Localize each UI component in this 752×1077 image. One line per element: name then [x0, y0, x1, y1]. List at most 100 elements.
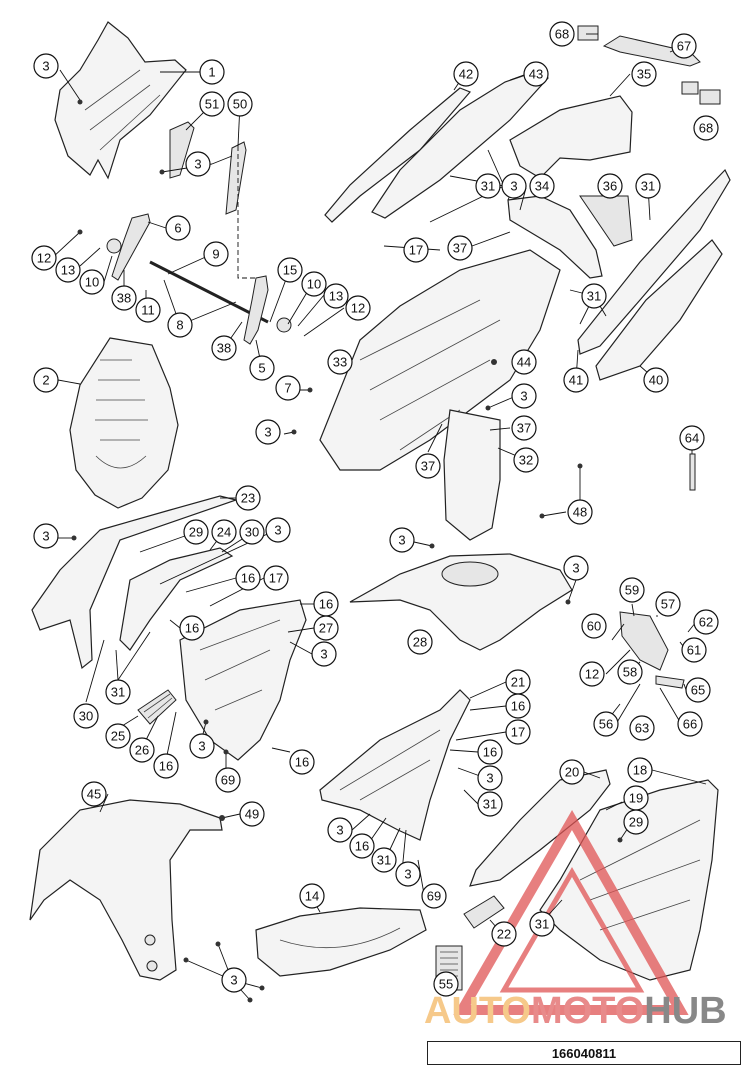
svg-text:10: 10: [85, 275, 99, 290]
callout-29: 29: [623, 809, 649, 835]
callout-3: 3: [511, 383, 537, 409]
svg-text:34: 34: [535, 179, 549, 194]
svg-text:33: 33: [333, 355, 347, 370]
svg-text:31: 31: [641, 179, 655, 194]
svg-text:10: 10: [307, 277, 321, 292]
callout-18: 18: [627, 757, 653, 783]
watermark-part-b: MOTO: [530, 990, 645, 1032]
svg-text:15: 15: [283, 263, 297, 278]
callout-66: 66: [677, 711, 703, 737]
svg-text:25: 25: [111, 729, 125, 744]
svg-text:69: 69: [427, 889, 441, 904]
callout-16: 16: [289, 749, 315, 775]
svg-text:3: 3: [486, 771, 493, 786]
svg-text:29: 29: [189, 525, 203, 540]
callout-3: 3: [189, 733, 215, 759]
callout-67: 67: [671, 33, 697, 59]
svg-text:61: 61: [687, 643, 701, 658]
callout-31: 31: [529, 911, 555, 937]
callout-23: 23: [235, 485, 261, 511]
callout-65: 65: [685, 677, 711, 703]
svg-text:16: 16: [483, 745, 497, 760]
callout-17: 17: [505, 719, 531, 745]
part-rear-fender-33: [319, 249, 561, 471]
callout-13: 13: [323, 283, 349, 309]
callout-21: 21: [505, 669, 531, 695]
svg-text:3: 3: [336, 823, 343, 838]
svg-text:23: 23: [241, 491, 255, 506]
svg-text:55: 55: [439, 977, 453, 992]
svg-text:16: 16: [355, 839, 369, 854]
svg-text:29: 29: [629, 815, 643, 830]
part-grille-22: [463, 895, 505, 929]
svg-text:21: 21: [511, 675, 525, 690]
part-headlight-inner-14: [255, 907, 427, 977]
svg-text:57: 57: [661, 597, 675, 612]
callout-28: 28: [407, 629, 433, 655]
part-grille-25: [137, 689, 177, 725]
svg-text:26: 26: [135, 743, 149, 758]
svg-text:17: 17: [511, 725, 525, 740]
svg-text:16: 16: [185, 621, 199, 636]
callout-62: 62: [693, 609, 719, 635]
callout-9: 9: [203, 241, 229, 267]
callout-44: 44: [511, 349, 537, 375]
svg-text:3: 3: [194, 157, 201, 172]
callout-15: 15: [277, 257, 303, 283]
svg-text:3: 3: [398, 533, 405, 548]
callout-32: 32: [513, 447, 539, 473]
callout-36: 36: [597, 173, 623, 199]
part-bracket-5: [243, 275, 269, 345]
svg-text:7: 7: [284, 381, 291, 396]
svg-text:31: 31: [377, 853, 391, 868]
callout-16: 16: [313, 591, 339, 617]
part-shroud-20: [469, 769, 611, 887]
svg-text:22: 22: [497, 927, 511, 942]
watermark-part-a: AUTO: [424, 990, 531, 1032]
svg-text:31: 31: [587, 289, 601, 304]
part-bracket-6: [111, 213, 151, 281]
svg-text:5: 5: [258, 361, 265, 376]
part-label-68b: [699, 89, 721, 105]
svg-text:3: 3: [42, 529, 49, 544]
callout-12: 12: [31, 245, 57, 271]
svg-text:12: 12: [351, 301, 365, 316]
svg-text:24: 24: [217, 525, 231, 540]
callout-69: 69: [215, 767, 241, 793]
part-shapes: [29, 21, 731, 991]
callout-45: 45: [81, 781, 107, 807]
drawing-code-box: 166040811: [427, 1041, 741, 1065]
svg-text:9: 9: [212, 247, 219, 262]
part-bracket-57: [619, 611, 669, 671]
svg-text:35: 35: [637, 67, 651, 82]
part-bracket-51: [169, 121, 195, 179]
svg-text:62: 62: [699, 615, 713, 630]
svg-text:42: 42: [459, 67, 473, 82]
part-lower-panel-21: [319, 689, 471, 841]
svg-text:12: 12: [37, 251, 51, 266]
callout-16: 16: [505, 693, 531, 719]
callout-27: 27: [313, 615, 339, 641]
part-bushing-10a: [106, 238, 122, 254]
callout-3: 3: [395, 861, 421, 887]
callout-38: 38: [211, 335, 237, 361]
callout-3: 3: [221, 967, 247, 993]
svg-text:14: 14: [305, 889, 319, 904]
svg-text:11: 11: [141, 303, 155, 318]
watermark-text: AUTOMOTOHUB: [424, 990, 727, 1033]
svg-text:16: 16: [241, 571, 255, 586]
svg-text:3: 3: [198, 739, 205, 754]
callout-68: 68: [693, 115, 719, 141]
callout-3: 3: [311, 641, 337, 667]
callout-16: 16: [235, 565, 261, 591]
svg-text:60: 60: [587, 619, 601, 634]
callout-2: 2: [33, 367, 59, 393]
callout-3: 3: [33, 53, 59, 79]
callout-25: 25: [105, 723, 131, 749]
callout-40: 40: [643, 367, 669, 393]
svg-text:64: 64: [685, 431, 699, 446]
part-side-strip-42: [324, 87, 472, 223]
svg-text:69: 69: [221, 773, 235, 788]
callout-68: 68: [549, 21, 575, 47]
callouts: 3 1 51 50 3 6 12 13 10 9 38 11 8 15 10 1…: [31, 21, 719, 997]
